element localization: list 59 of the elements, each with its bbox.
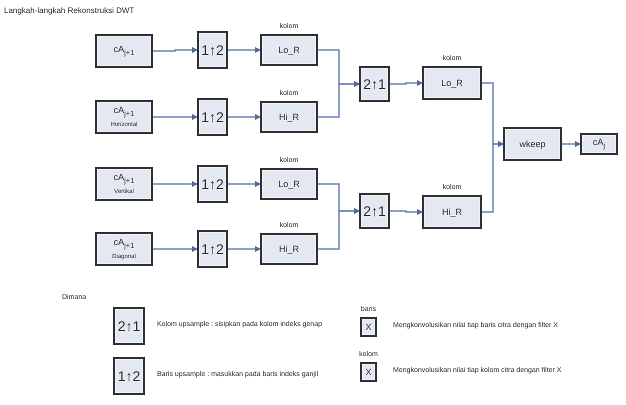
block-label: Lo_R — [278, 178, 300, 190]
block-box — [197, 31, 228, 69]
block-label: wkeep — [519, 138, 546, 150]
block-label: cA$_{j+1}$ — [114, 44, 134, 58]
arrow — [318, 208, 360, 250]
block-label: cA$_{j+1}$ — [114, 172, 134, 186]
block-box — [197, 165, 228, 203]
block-box — [580, 133, 618, 155]
arrow — [228, 114, 261, 120]
block-label: cA$_{j+1}$ — [114, 237, 134, 251]
block-label: Lo_R — [278, 44, 300, 56]
arrow — [482, 141, 504, 213]
arrow — [153, 47, 198, 53]
block-box — [359, 193, 390, 229]
block-box — [197, 230, 228, 268]
block-box — [95, 232, 153, 266]
arrow — [153, 181, 198, 187]
block-box — [422, 66, 482, 100]
block-box — [197, 98, 228, 136]
block-label: Hi_R — [442, 206, 462, 218]
arrow — [562, 141, 581, 147]
block-box — [360, 362, 377, 382]
block-box — [360, 317, 377, 337]
block-label: Lo_R — [441, 78, 463, 88]
block-label: cA$_{j+1}$ — [114, 105, 134, 119]
block-label: 1↑2 — [201, 108, 224, 126]
block-label: Hi_R — [278, 112, 299, 122]
block-label: cA$_{j}$ — [592, 137, 606, 151]
block-box — [95, 34, 153, 68]
block-box — [95, 100, 153, 134]
block-box — [113, 357, 145, 395]
block-box — [503, 127, 562, 161]
block-label: 1↑2 — [201, 240, 224, 258]
block-box — [260, 34, 318, 66]
block-box — [95, 167, 153, 201]
block-label: 1↑2 — [201, 42, 224, 58]
block-label: Hi_R — [278, 244, 299, 254]
block-label: X — [365, 366, 372, 378]
block-label: 2↑1 — [118, 318, 140, 334]
block-box — [260, 101, 318, 133]
block-box — [260, 168, 318, 200]
arrow — [228, 47, 261, 53]
arrow — [228, 181, 261, 187]
block-box — [113, 307, 145, 345]
block-box — [422, 195, 482, 229]
arrow — [318, 81, 360, 118]
block-label: 1↑2 — [118, 368, 140, 384]
block-label: X — [365, 322, 372, 332]
arrow — [390, 80, 423, 86]
block-box — [359, 66, 390, 102]
arrow — [390, 209, 423, 215]
block-box — [260, 233, 318, 265]
arrow — [228, 246, 261, 252]
block-label: 1↑2 — [201, 176, 224, 192]
block-label: 2↑1 — [363, 76, 386, 92]
arrow — [153, 114, 198, 120]
arrow — [153, 246, 198, 252]
diagram-title: Langkah-langkah Rekonstruksi DWT — [4, 6, 134, 15]
block-label: 2↑1 — [363, 202, 386, 220]
